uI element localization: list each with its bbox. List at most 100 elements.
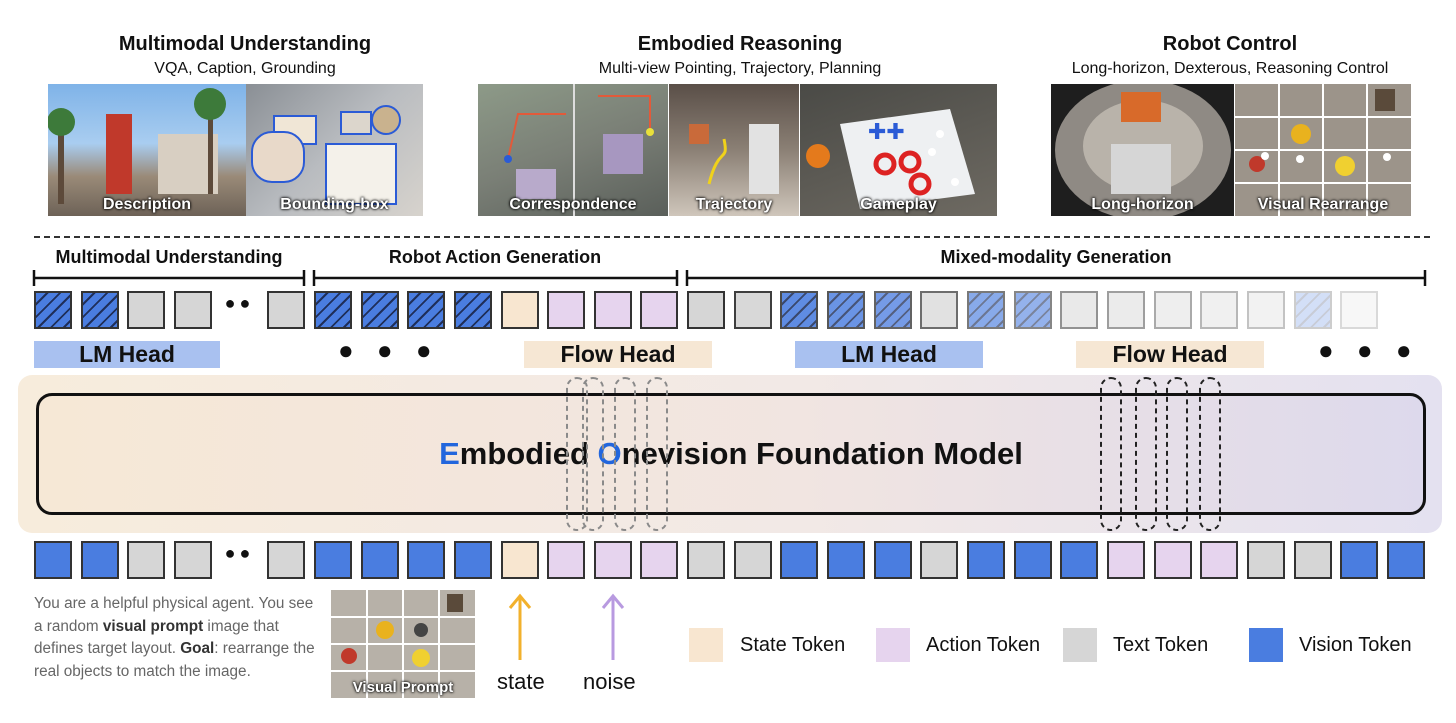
action-token [593, 291, 632, 329]
vision-token [1386, 541, 1425, 579]
photo-caption: Gameplay [860, 196, 937, 213]
legend-label-action: Action Token [926, 634, 1041, 656]
vision-token [80, 291, 119, 329]
state-arrow-label: state [497, 669, 545, 694]
model-title-e: E [439, 436, 460, 471]
prompt-bold: visual prompt [102, 617, 204, 635]
photo-caption: Correspondence [509, 196, 637, 213]
photo-caption: Trajectory [695, 196, 773, 213]
flow-head-2: Flow Head [1076, 341, 1264, 368]
vision-token [827, 541, 866, 579]
photo-caption: Bounding-box [280, 196, 389, 213]
vision-token [360, 291, 399, 329]
vision-token [873, 541, 912, 579]
vision-token [407, 291, 446, 329]
text-token [1106, 291, 1145, 329]
prompt-bold: Goal [180, 640, 215, 657]
action-token [640, 291, 679, 329]
phase-label-mixed: Mixed-modality Generation [940, 247, 1172, 267]
text-token [267, 541, 306, 579]
model-title-part: nevision Foundation Model [621, 436, 1023, 471]
ellipsis-dots: ●● [224, 543, 255, 563]
text-token [1200, 291, 1239, 329]
legend-label-text: Text Token [1113, 634, 1209, 656]
vision-token [1340, 541, 1379, 579]
action-token [593, 541, 632, 579]
photo-visual-prompt: Visual Prompt [331, 590, 475, 698]
vision-token [360, 541, 399, 579]
section-subtitle-robot-control: Long-horizon, Dexterous, Reasoning Contr… [1071, 60, 1389, 77]
vision-token [453, 291, 492, 329]
vision-token [407, 541, 446, 579]
legend-swatch-vision [1249, 628, 1283, 662]
photo-trajectory: Trajectory [669, 84, 799, 216]
section-title-reasoning: Embodied Reasoning [637, 33, 843, 55]
action-token [640, 541, 679, 579]
photo-bounding-box: Bounding-box [246, 84, 423, 216]
text-token [1153, 291, 1192, 329]
legend-swatch-text [1063, 628, 1097, 662]
vision-token [1013, 291, 1052, 329]
text-token [127, 541, 166, 579]
text-token [733, 541, 772, 579]
text-token [920, 541, 959, 579]
section-subtitle-reasoning: Multi-view Pointing, Trajectory, Plannin… [598, 60, 882, 77]
photo-caption: Visual Rearrange [1257, 196, 1389, 213]
photo-caption: Long-horizon [1091, 196, 1194, 213]
lm-head-1: LM Head [34, 341, 220, 368]
action-token [547, 541, 586, 579]
state-arrow [508, 593, 532, 660]
text-token [1246, 541, 1285, 579]
photo-description: Description [48, 84, 246, 216]
text-token [173, 541, 212, 579]
section-title-multimodal: Multimodal Understanding [118, 33, 372, 55]
vision-token [1060, 541, 1099, 579]
vision-token [313, 541, 352, 579]
photo-long-horizon: Long-horizon [1051, 84, 1234, 216]
vision-token [967, 541, 1005, 579]
vision-token [80, 541, 119, 579]
lm-head-2: LM Head [795, 341, 983, 368]
vision-token [827, 291, 866, 329]
flow-head-1: Flow Head [524, 341, 712, 368]
state-token [500, 541, 539, 579]
vision-token [313, 291, 352, 329]
prompt-text: : rearrange the real objects to match th… [34, 640, 315, 680]
legend-swatch-action [876, 628, 910, 662]
text-token [687, 541, 726, 579]
vision-token [34, 291, 72, 329]
foundation-model-box [36, 393, 1426, 515]
state-token [500, 291, 539, 329]
action-token [1106, 541, 1145, 579]
action-token [547, 291, 586, 329]
action-token [1200, 541, 1239, 579]
vision-token [1293, 291, 1332, 329]
phase-label-action: Robot Action Generation [388, 247, 602, 267]
action-token [1153, 541, 1192, 579]
text-token [173, 291, 212, 329]
photo-correspondence: Correspondence [478, 84, 668, 216]
instruction-prompt: You are a helpful physical agent. You se… [34, 593, 319, 683]
text-token [1340, 291, 1379, 329]
legend-label-vision: Vision Token [1299, 634, 1412, 656]
text-token [1060, 291, 1099, 329]
vision-token [1013, 541, 1052, 579]
section-divider [34, 236, 1430, 238]
vision-token [873, 291, 912, 329]
phase-brackets [32, 270, 1427, 286]
text-token [687, 291, 726, 329]
noise-arrow [601, 593, 625, 660]
text-token [1246, 291, 1285, 329]
noise-arrow-label: noise [583, 669, 636, 694]
text-token [1293, 541, 1332, 579]
vision-token [780, 541, 819, 579]
photo-caption: Visual Prompt [352, 679, 454, 696]
text-token [127, 291, 166, 329]
photo-gameplay: ✚✚ Gameplay [800, 84, 997, 216]
ellipsis-dots: ● ● ● [338, 335, 440, 365]
ellipsis-dots: ●● [224, 293, 255, 313]
vision-token [780, 291, 819, 329]
prompt-text: image that defines target layout. [34, 617, 279, 658]
legend-label-state: State Token [740, 634, 846, 656]
model-title-o: O [597, 436, 622, 471]
